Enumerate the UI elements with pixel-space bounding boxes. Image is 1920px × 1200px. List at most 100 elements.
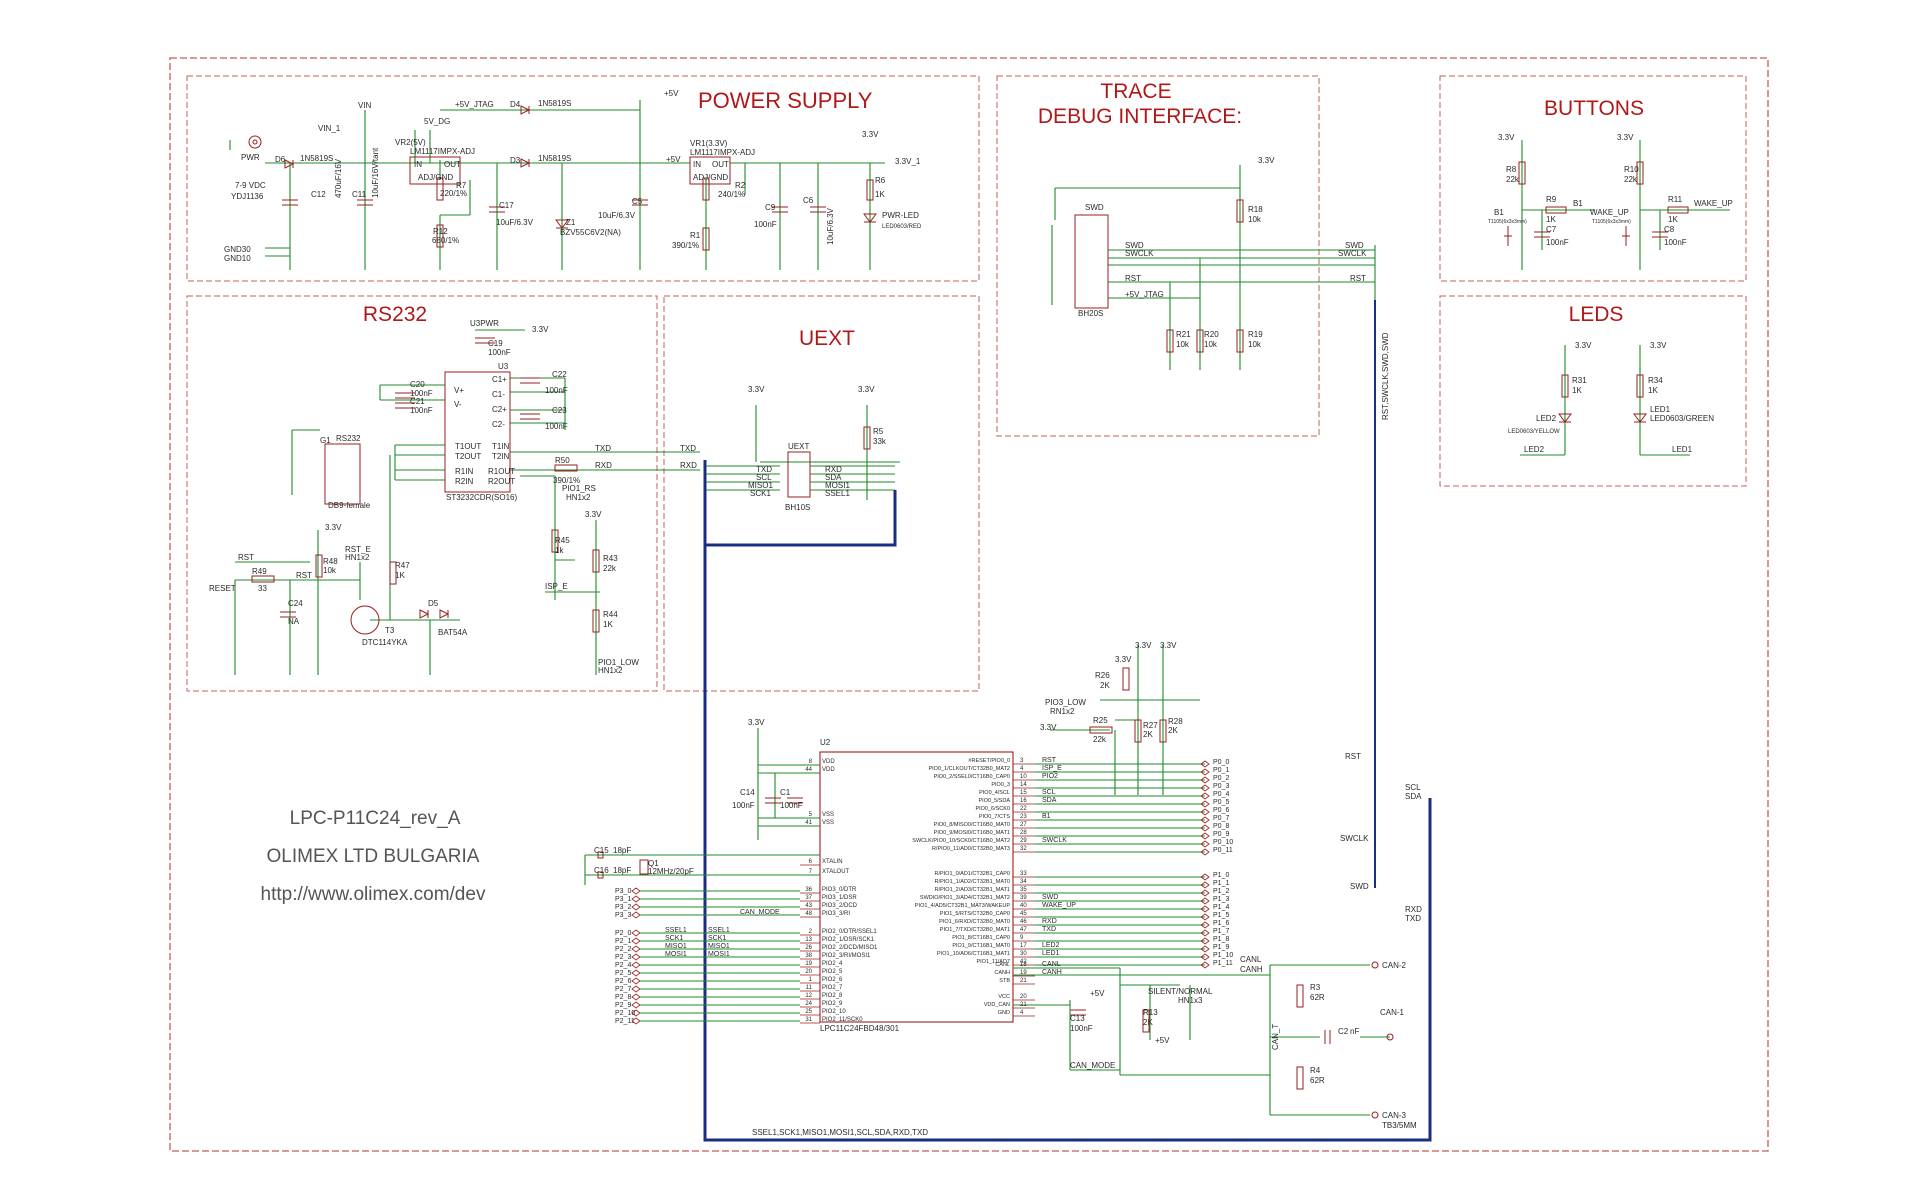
right-connector-pin: [1200, 840, 1210, 848]
left-connector-label: P3_1: [615, 896, 631, 903]
r28-value: 2K: [1168, 726, 1178, 735]
r7-value: 220/1%: [440, 189, 467, 198]
right-connector-label: P1_11: [1213, 960, 1233, 967]
mcu-right-pin-number: 39: [1020, 895, 1027, 901]
st3232-label: ST3232CDR(SO16): [446, 493, 517, 502]
left-connector-pin: [631, 953, 641, 961]
wake-up-button-label: WAKE_UP: [1590, 208, 1629, 217]
vr1-out-pin: OUT: [712, 160, 729, 169]
trace-box: [996, 75, 1320, 437]
buttons-box: [1439, 75, 1747, 282]
mcu-left-pin-number: 5: [809, 812, 813, 818]
r27-v33-label: 3.3V: [1135, 641, 1152, 650]
buttons-parts: [1504, 161, 1689, 246]
power-supply-box: [186, 75, 980, 282]
mcu-right-net-label: ISP_E: [1042, 765, 1062, 772]
rst-net-label: RST: [1125, 274, 1141, 283]
rxd-right-label: RXD: [1405, 905, 1422, 914]
leds-title: LEDS: [1569, 303, 1624, 326]
left-connector-pin: [631, 961, 641, 969]
left-connector-label: P2_2: [615, 946, 631, 953]
right-connector-label: P1_4: [1213, 904, 1229, 911]
rs232-box: [186, 295, 658, 692]
r27-label: R27: [1143, 721, 1158, 730]
right-connector-label: P1_8: [1213, 936, 1229, 943]
left-connector-label: P2_7: [615, 986, 631, 993]
r28-v33-label: 3.3V: [1160, 641, 1177, 650]
bh20s-label: BH20S: [1078, 309, 1103, 318]
mcu-right-pin-name: PIO1_7/TXD/CT32B0_MAT1: [940, 927, 1010, 933]
right-connector-label: P1_6: [1213, 920, 1229, 927]
right-connector-pin: [1200, 808, 1210, 816]
mcu-left-pin-number: 26: [805, 945, 812, 951]
r43-label: R43: [603, 554, 618, 563]
r49-label: R49: [252, 567, 267, 576]
r3-value: 62R: [1310, 993, 1325, 1002]
pio1-low-hn-label: HN1x2: [598, 666, 623, 675]
d3-label: D3: [510, 156, 521, 165]
left-connector-pin: [631, 985, 641, 993]
right-connector-pin: [1200, 961, 1210, 969]
mcu-right-pin-name: GND: [998, 1010, 1010, 1016]
power-supply-labels: VIN VIN_1 PWR 7-9 VDC YDJ1136 D6 1N5819S…: [224, 89, 922, 263]
rst-e-label: RST_E: [345, 545, 371, 554]
r50-label: R50: [555, 456, 570, 465]
right-connector-pin: [1200, 800, 1210, 808]
mcu-right-pin-name: PIO1_6/RXD/CT32B0_MAT0: [939, 919, 1010, 925]
mcu-right-net-label: LED2: [1042, 942, 1060, 949]
canl-conn-label: CANL: [1240, 955, 1262, 964]
c1-label: C1: [780, 788, 791, 797]
right-connector-pin: [1200, 776, 1210, 784]
r2-label: R2: [735, 181, 746, 190]
mcu-right-pin-name: PIO0_2/SSEL0/CT16B0_CAP0: [934, 774, 1010, 780]
right-connector-pin: [1200, 881, 1210, 889]
swd-bus-label: SWD: [1345, 241, 1364, 250]
uext-v33-right: 3.3V: [858, 385, 875, 394]
uext-rxd-pin: RXD: [825, 465, 842, 474]
mcu-right-net-label: SDA: [1042, 797, 1057, 804]
mcu-v33-label: 3.3V: [748, 718, 765, 727]
mcu-right-pin-number: 20: [1020, 994, 1027, 1000]
q1-label: Q1: [648, 859, 659, 868]
pwr-led-value: LED0603/RED: [882, 224, 922, 230]
mcu-left-pin-name: PIO3_0/DTR: [822, 887, 857, 893]
right-connector-pin: [1200, 921, 1210, 929]
mcu-right-net-label: PIO2: [1042, 773, 1058, 780]
r18-value: 10k: [1248, 215, 1262, 224]
r31-label: R31: [1572, 376, 1587, 385]
mcu-right-pin-name: CANL: [995, 962, 1010, 968]
r3-label: R3: [1310, 983, 1321, 992]
mcu-part-label: LPC11C24FBD48/301: [820, 1024, 900, 1033]
uext-sck1-pin: SCK1: [750, 489, 771, 498]
rst-e-hn-label: HN1x2: [345, 553, 370, 562]
c2-value: nF: [1350, 1027, 1359, 1036]
mcu-support-circuit: [584, 645, 1390, 1116]
left-connector-pin: [631, 911, 641, 919]
plus5v-net: +5V: [666, 155, 681, 164]
mcu-right-pin-name: PIO1_9/CT16B1_MAT0: [952, 943, 1010, 949]
left-connector-label: P2_5: [615, 970, 631, 977]
left-net-label-2: SCK1: [708, 935, 726, 942]
mcu-left-pin-name: XTALOUT: [822, 869, 850, 875]
r7-label: R7: [456, 181, 467, 190]
left-connector-pin: [631, 937, 641, 945]
mcu-right-pin-number: 47: [1020, 927, 1027, 933]
mcu-left-pin-number: 8: [809, 759, 813, 765]
c21-label: C21: [410, 397, 425, 406]
r1-value: 390/1%: [672, 241, 699, 250]
left-connector-pin: [631, 1017, 641, 1025]
r9-value: 1K: [1546, 215, 1556, 224]
r11-label: R11: [1668, 195, 1683, 204]
right-connector-label: P0_11: [1213, 847, 1233, 854]
r6-value: 1K: [875, 190, 885, 199]
scl-right-label: SCL: [1405, 783, 1421, 792]
vr1-label: VR1(3.3V): [690, 139, 728, 148]
mcu-left-pin-number: 24: [805, 1001, 812, 1007]
left-net-label-2: MOSI1: [708, 951, 730, 958]
plus5v-label: +5V: [664, 89, 679, 98]
rs232-rxd-label: RXD: [595, 461, 612, 470]
left-net-label: CAN_MODE: [740, 909, 780, 916]
z1-value: BZV55C6V2(NA): [560, 228, 621, 237]
mcu-right-pin-number: 33: [1020, 871, 1027, 877]
pwr-label: PWR: [241, 153, 260, 162]
